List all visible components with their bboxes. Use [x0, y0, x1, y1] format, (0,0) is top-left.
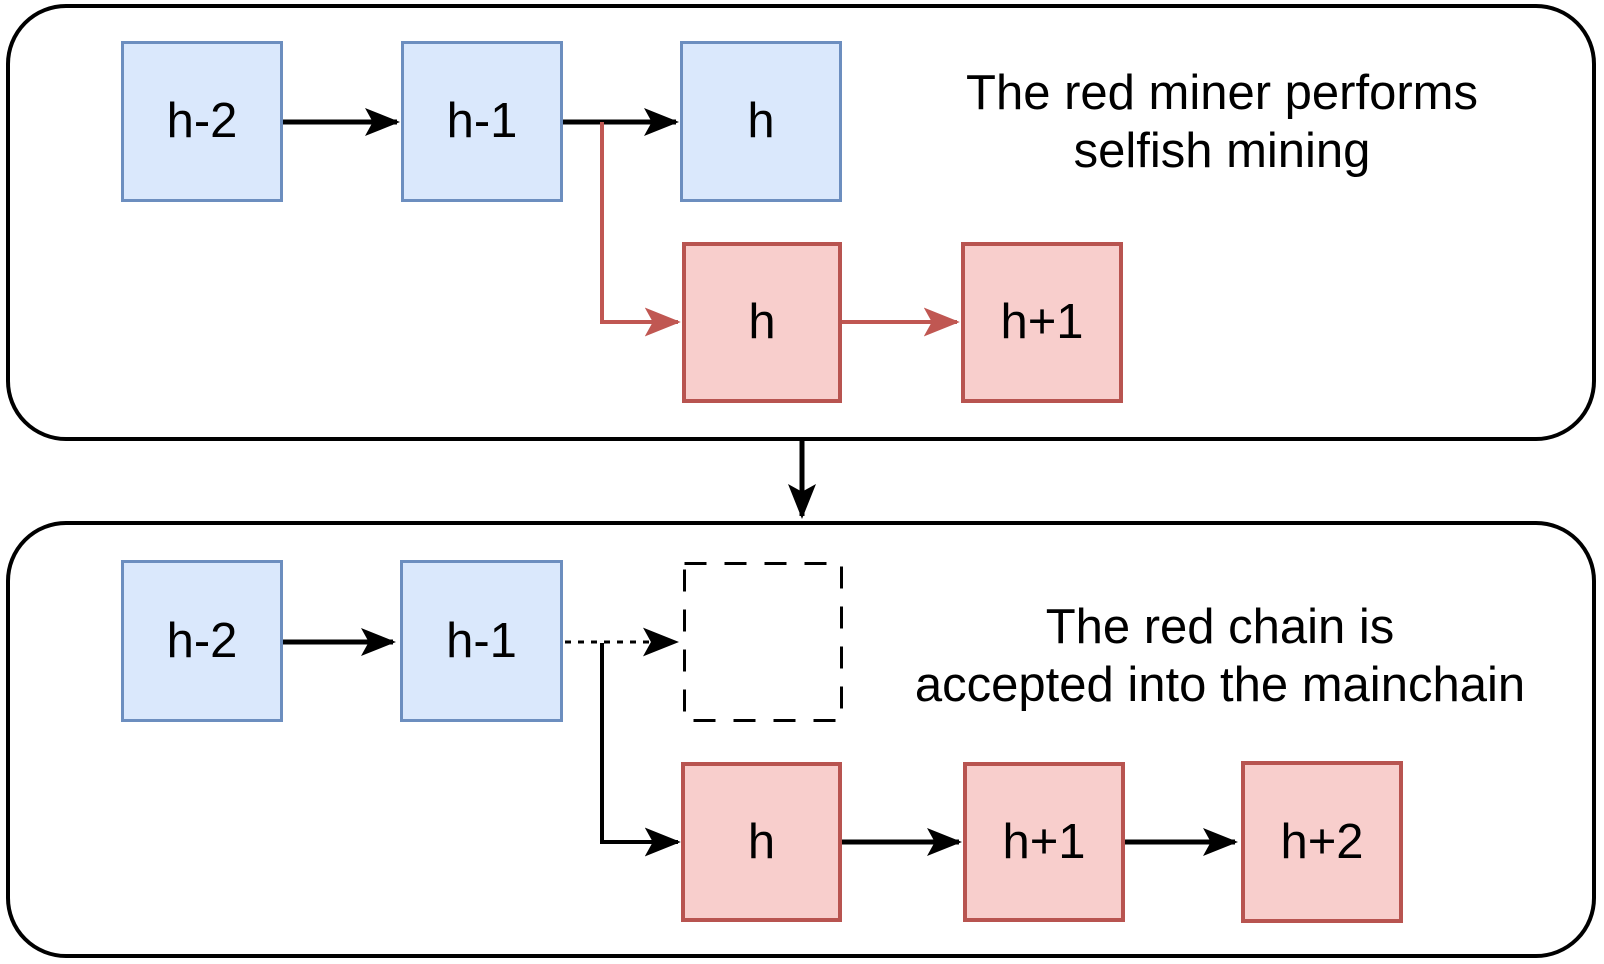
top-caption-line-1: The red miner performs — [966, 66, 1478, 120]
block-bottom-red-h-plus-2: h+2 — [1241, 761, 1403, 923]
block-bottom-red-h-plus-1: h+1 — [963, 762, 1125, 922]
connector-red-fork — [600, 122, 681, 337]
block-bottom-red-h: h — [681, 762, 842, 922]
bottom-caption-line-2: accepted into the mainchain — [914, 658, 1526, 712]
block-top-red-h: h — [682, 242, 842, 403]
top-caption: The red miner performs selfish mining — [872, 64, 1572, 180]
block-top-h-minus-2: h-2 — [121, 41, 283, 202]
connector-bottom-fork — [600, 643, 681, 857]
bottom-caption-line-1: The red chain is — [1045, 600, 1395, 654]
block-top-red-h-plus-1: h+1 — [961, 242, 1123, 403]
top-panel — [6, 4, 1596, 441]
block-bottom-h-minus-1: h-1 — [400, 560, 563, 722]
block-bottom-h-minus-2: h-2 — [121, 560, 283, 722]
ghost-block — [683, 562, 843, 722]
block-top-h: h — [680, 41, 842, 202]
top-caption-line-2: selfish mining — [1073, 124, 1371, 178]
bottom-caption: The red chain is accepted into the mainc… — [870, 598, 1570, 714]
bottom-panel — [6, 521, 1596, 958]
block-top-h-minus-1: h-1 — [401, 41, 563, 202]
